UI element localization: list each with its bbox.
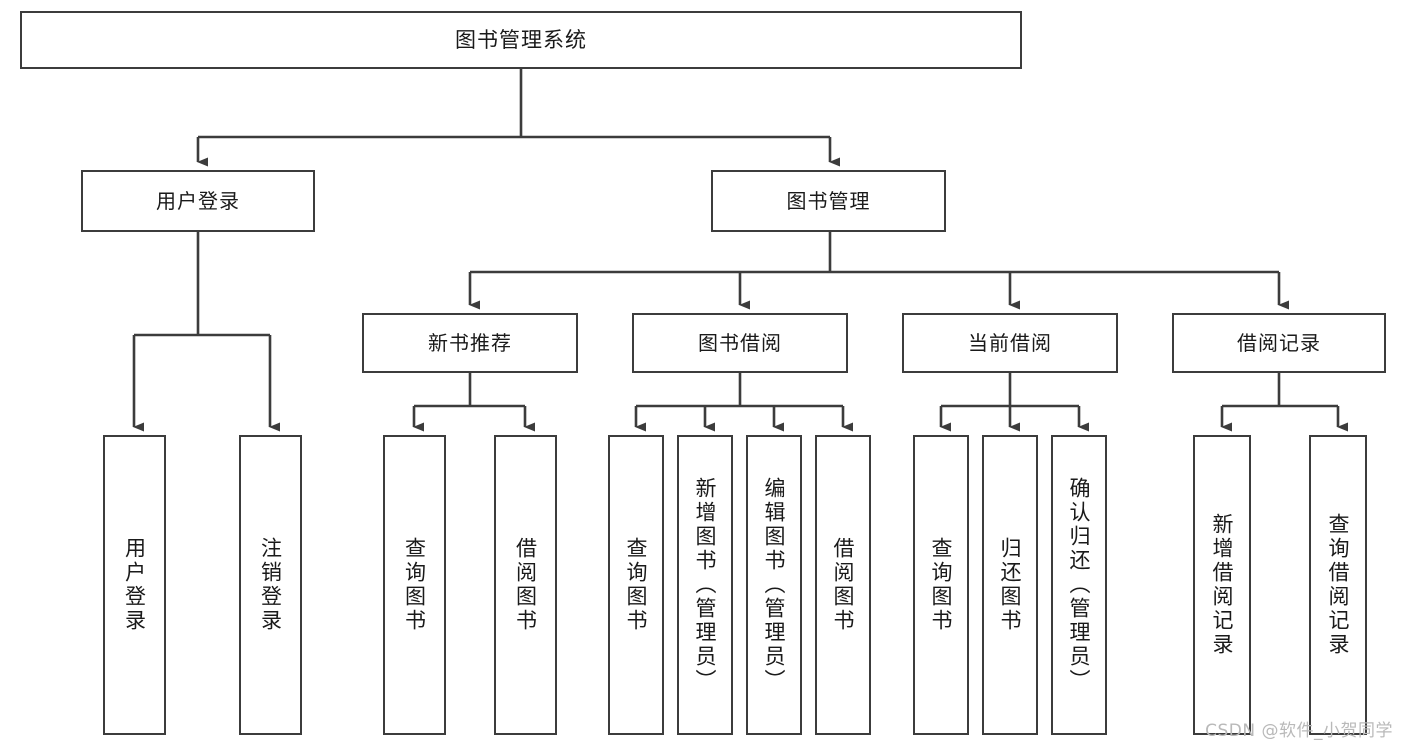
node-new-book-recommend[interactable]: 新书推荐 (362, 313, 578, 373)
leaf-record-add-record[interactable]: 新增借阅记录 (1193, 435, 1251, 735)
leaf-user-login-signout[interactable]: 注销登录 (239, 435, 302, 735)
node-borrow-record[interactable]: 借阅记录 (1172, 313, 1386, 373)
leaf-user-login-signin[interactable]: 用户登录 (103, 435, 166, 735)
leaf-borrow-edit-book-admin[interactable]: 编辑图书（管理员） (746, 435, 802, 735)
node-label: 借阅图书 (513, 537, 538, 633)
node-label: 查询图书 (402, 537, 427, 633)
node-label: 查询图书 (929, 537, 954, 633)
leaf-borrow-query-book[interactable]: 查询图书 (608, 435, 664, 735)
node-label: 新增图书（管理员） (693, 477, 718, 693)
leaf-current-confirm-return-admin[interactable]: 确认归还（管理员） (1051, 435, 1107, 735)
leaf-borrow-borrow-book[interactable]: 借阅图书 (815, 435, 871, 735)
leaf-record-query-record[interactable]: 查询借阅记录 (1309, 435, 1367, 735)
leaf-current-return-book[interactable]: 归还图书 (982, 435, 1038, 735)
node-label: 新增借阅记录 (1210, 513, 1235, 657)
node-label: 注销登录 (258, 537, 283, 633)
leaf-new-book-query[interactable]: 查询图书 (383, 435, 446, 735)
node-user-login[interactable]: 用户登录 (81, 170, 315, 232)
node-label: 查询借阅记录 (1326, 513, 1351, 657)
node-label: 新书推荐 (428, 330, 512, 355)
node-label: 图书管理 (786, 188, 871, 213)
node-label: 借阅图书 (831, 537, 856, 633)
leaf-borrow-add-book-admin[interactable]: 新增图书（管理员） (677, 435, 733, 735)
node-current-borrow[interactable]: 当前借阅 (902, 313, 1118, 373)
node-book-borrow[interactable]: 图书借阅 (632, 313, 848, 373)
node-label: 图书管理系统 (455, 27, 587, 52)
node-book-management[interactable]: 图书管理 (711, 170, 946, 232)
node-root-system[interactable]: 图书管理系统 (20, 11, 1022, 69)
node-label: 用户登录 (122, 537, 147, 633)
node-label: 归还图书 (998, 537, 1023, 633)
node-label: 借阅记录 (1237, 330, 1321, 355)
leaf-new-book-borrow[interactable]: 借阅图书 (494, 435, 557, 735)
node-label: 编辑图书（管理员） (762, 477, 787, 693)
node-label: 查询图书 (624, 537, 649, 633)
node-label: 当前借阅 (968, 330, 1052, 355)
node-label: 确认归还（管理员） (1067, 477, 1092, 693)
leaf-current-query-book[interactable]: 查询图书 (913, 435, 969, 735)
node-label: 图书借阅 (698, 330, 782, 355)
node-label: 用户登录 (156, 188, 240, 213)
